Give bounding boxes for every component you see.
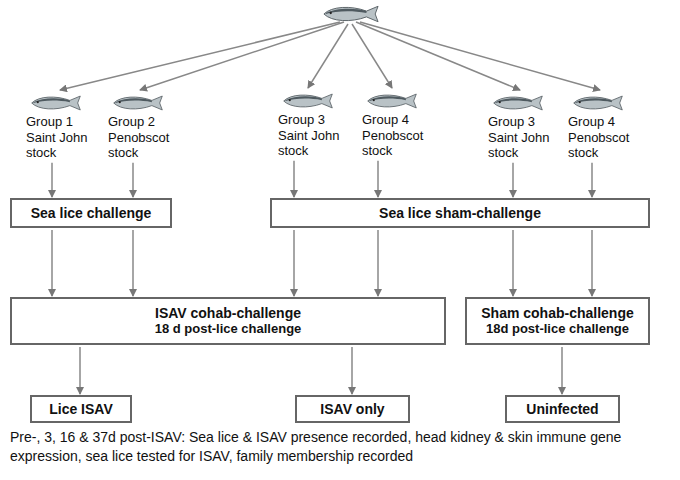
process-box: Sham cohab-challenge18d post-lice challe… [465, 297, 650, 345]
group-label: Group 4 Penobscot stock [566, 114, 646, 161]
group-label: Group 1 Saint John stock [24, 114, 104, 161]
node-label: ISAV cohab-challenge [18, 305, 438, 321]
node-label: Sea lice challenge [18, 205, 164, 221]
flow-arrow [377, 230, 379, 296]
node-label: Group 3 Saint John stock [278, 112, 354, 159]
outcome-box: ISAV only [295, 395, 410, 423]
process-box: Sea lice challenge [10, 198, 172, 228]
node-label: Group 1 Saint John stock [26, 114, 102, 161]
group-label: Group 2 Penobscot stock [106, 114, 186, 161]
node-label: Group 3 Saint John stock [488, 114, 564, 161]
node-label: Group 2 Penobscot stock [108, 114, 184, 161]
flow-arrow [561, 347, 563, 394]
source-fish [324, 6, 378, 21]
flow-arrow [512, 163, 514, 197]
group-label: Group 3 Saint John stock [486, 114, 566, 161]
flow-arrow [51, 163, 53, 197]
group-label: Group 4 Penobscot stock [360, 112, 440, 159]
node-label: Sham cohab-challenge [473, 305, 642, 321]
split-arrows [60, 22, 600, 90]
node-label: Lice ISAV [38, 401, 124, 417]
group-label: Group 3 Saint John stock [276, 112, 356, 159]
flow-arrow [591, 230, 593, 296]
node-label: Group 4 Penobscot stock [568, 114, 644, 161]
node-label: ISAV only [303, 401, 402, 417]
flow-arrow [79, 347, 81, 394]
box-subtitle: 18d post-lice challenge [473, 321, 642, 336]
node-label: Uninfected [513, 401, 612, 417]
flow-arrow [51, 230, 53, 296]
flow-arrow [132, 230, 134, 296]
outcome-box: Uninfected [505, 395, 620, 423]
flow-arrow [351, 347, 353, 394]
flow-arrow [132, 163, 134, 197]
flow-arrow [293, 161, 295, 197]
process-box: ISAV cohab-challenge18 d post-lice chall… [10, 297, 446, 345]
flow-arrow [591, 163, 593, 197]
box-subtitle: 18 d post-lice challenge [18, 321, 438, 336]
caption: Pre-, 3, 16 & 37d post-ISAV: Sea lice & … [10, 428, 672, 466]
flow-arrow [377, 161, 379, 197]
node-label: Sea lice sham-challenge [278, 205, 642, 221]
node-label: Group 4 Penobscot stock [362, 112, 438, 159]
flow-arrow [512, 230, 514, 296]
outcome-box: Lice ISAV [30, 395, 132, 423]
flow-arrow [293, 230, 295, 296]
process-box: Sea lice sham-challenge [270, 198, 650, 228]
